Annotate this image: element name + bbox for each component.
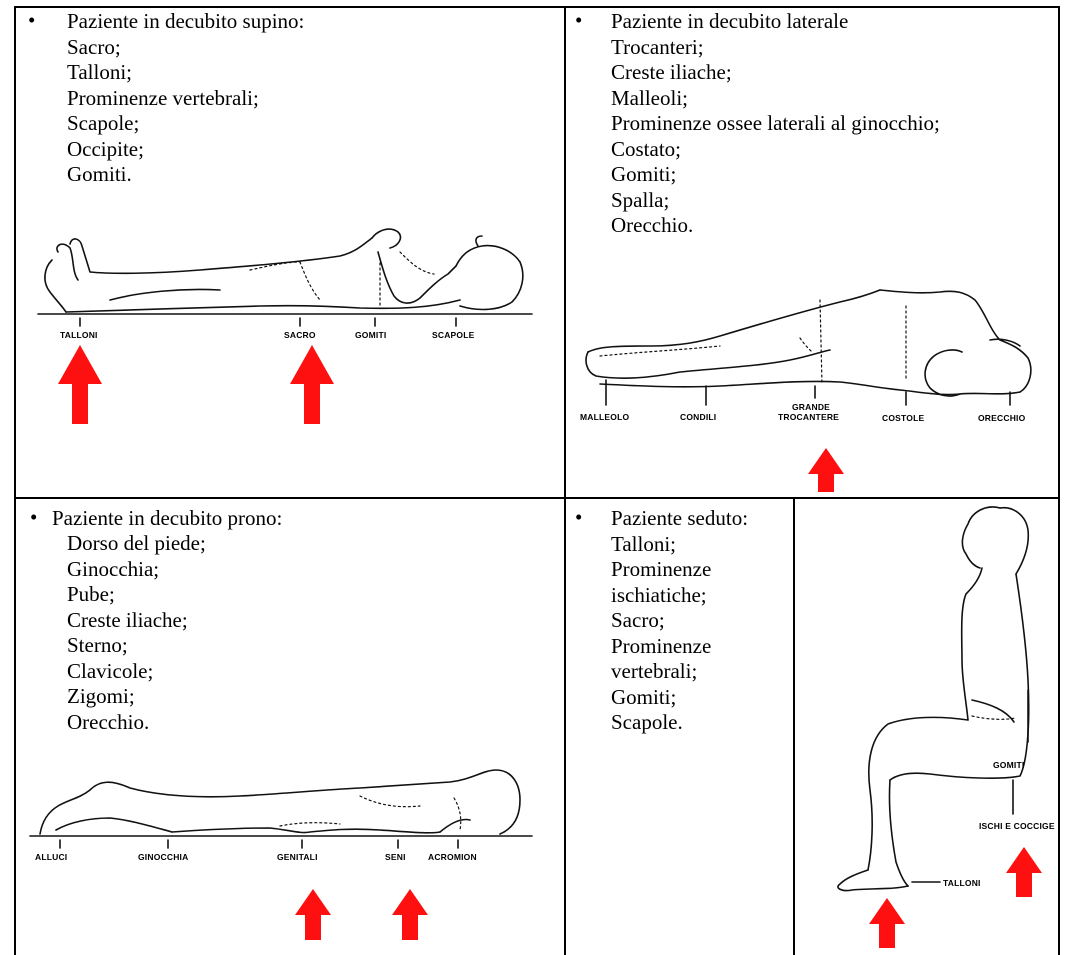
label-scapole: SCAPOLE [432,330,475,340]
arrow-sacro [290,345,334,424]
arrow-seated-talloni [869,898,905,948]
label-alluci: ALLUCI [35,852,67,862]
label-malleolo: MALLEOLO [580,412,629,422]
arrow-ischi [1006,847,1042,897]
label-genitali: GENITALI [277,852,318,862]
arrow-seni [392,889,428,940]
label-costole: COSTOLE [882,413,924,423]
label-gomiti: GOMITI [355,330,386,340]
seated-figure-illustration [838,507,1029,891]
prone-figure-illustration [30,770,532,848]
label-orecchio: ORECCHIO [978,413,1026,423]
arrow-talloni [58,345,102,424]
label-grande: GRANDE [792,402,830,412]
label-condili: CONDILI [680,412,716,422]
supine-figure-illustration [38,229,532,326]
label-acromion: ACROMION [428,852,477,862]
lateral-figure-illustration [586,290,1031,405]
label-seated-talloni: TALLONI [943,878,981,888]
arrow-trocantere [808,448,844,492]
label-seated-gomiti: GOMITI [993,760,1024,770]
arrow-genitali [295,889,331,940]
label-talloni: TALLONI [60,330,98,340]
label-seni: SENI [385,852,406,862]
label-ginocchia: GINOCCHIA [138,852,188,862]
label-sacro: SACRO [284,330,316,340]
label-ischi-coccige: ISCHI E COCCIGE [979,821,1055,831]
label-trocantere: TROCANTERE [778,412,839,422]
